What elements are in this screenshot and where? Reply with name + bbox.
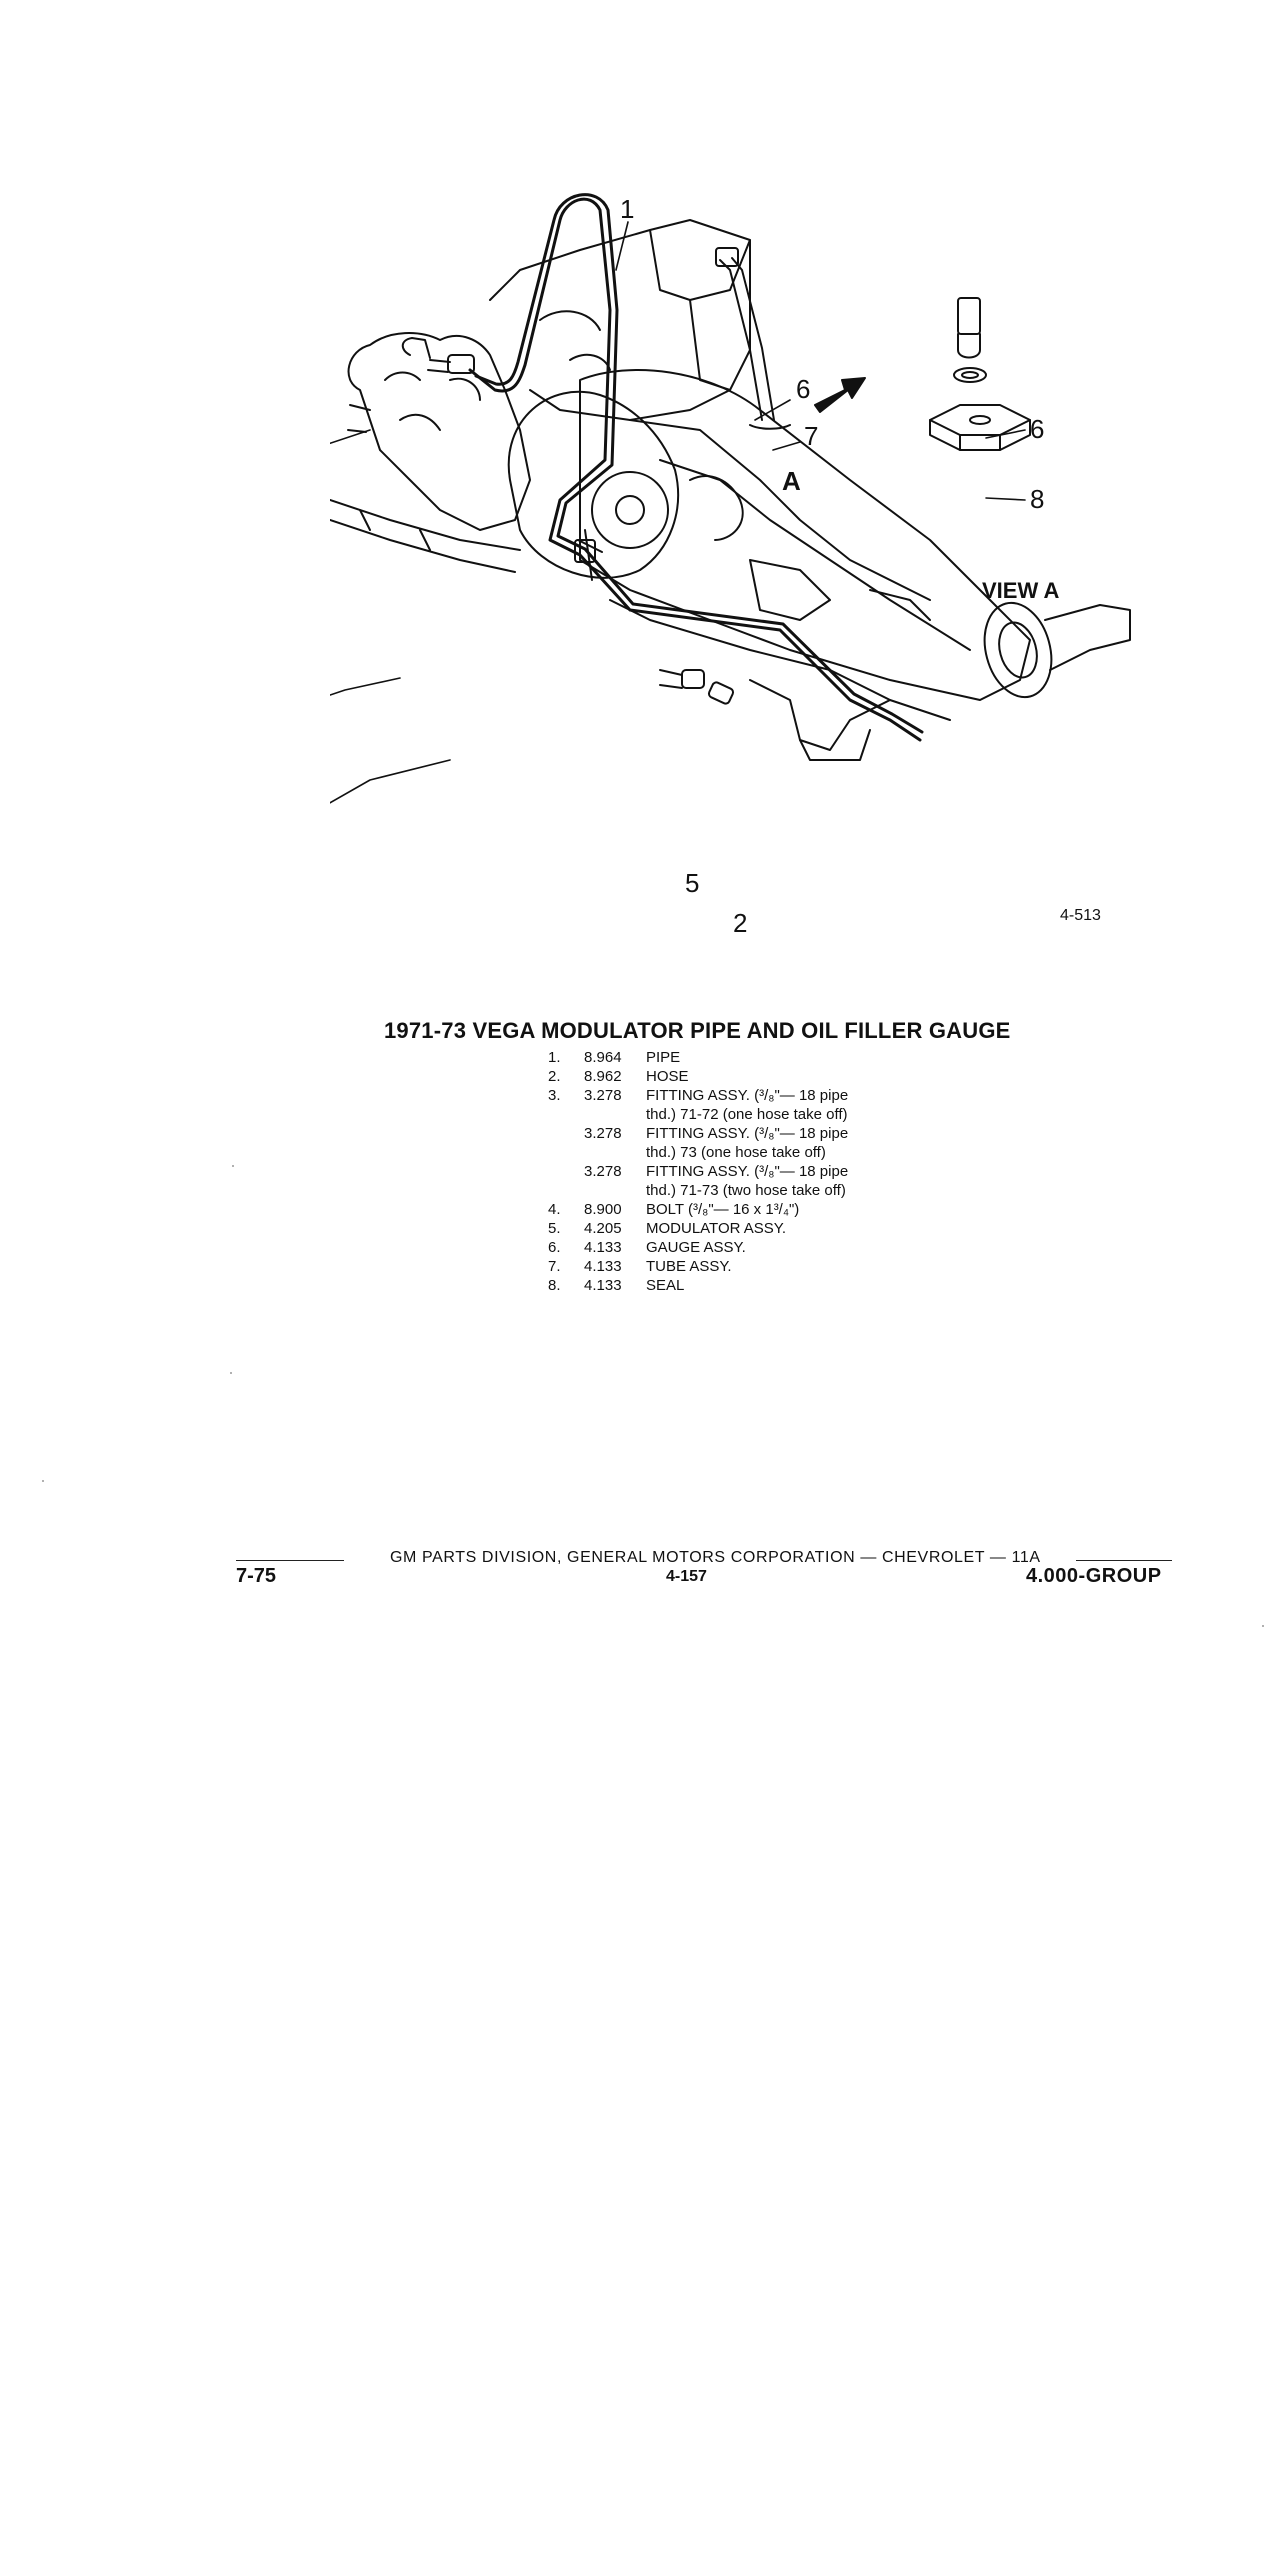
part-number (548, 1124, 584, 1143)
callout-6-view-a: 6 (1030, 414, 1044, 444)
part-description: thd.) 71-72 (one hose take off) (646, 1106, 848, 1123)
part-row: thd.) 71-72 (one hose take off) (548, 1105, 886, 1124)
part-description: FITTING ASSY. (³/₈"— 18 pipe (646, 1125, 849, 1142)
part-row: 3.278 FITTING ASSY. (³/₈"— 18 pipe (548, 1124, 886, 1143)
part-group-code: 3.278 (584, 1125, 622, 1142)
part-description: HOSE (646, 1068, 689, 1085)
part-number: 8. (548, 1277, 561, 1294)
part-group-code: 8.964 (584, 1049, 622, 1066)
part-group-code: 4.133 (584, 1239, 622, 1256)
footer-rule-left (236, 1560, 344, 1561)
part-row: 7. 4.133 TUBE ASSY. (548, 1257, 886, 1276)
part-number (548, 1162, 584, 1181)
part-description: thd.) 71-73 (two hose take off) (646, 1182, 846, 1199)
modulator-pipe-illustration: 1 2 3 6 7 4 5 2 6 8 A VIEW A 4-513 (330, 193, 1131, 938)
part-number (548, 1143, 584, 1162)
part-description: TUBE ASSY. (646, 1258, 732, 1275)
part-group-code: 8.900 (584, 1201, 622, 1218)
part-number (548, 1181, 584, 1200)
part-number: 4. (548, 1201, 561, 1218)
part-number: 6. (548, 1239, 561, 1256)
part-description: FITTING ASSY. (³/₈"— 18 pipe (646, 1163, 849, 1180)
part-row: 8. 4.133 SEAL (548, 1276, 886, 1295)
part-description: GAUGE ASSY. (646, 1239, 746, 1256)
callout-5: 5 (685, 868, 699, 898)
part-group-code (584, 1181, 646, 1200)
part-description: MODULATOR ASSY. (646, 1220, 787, 1237)
fittings (401, 337, 735, 705)
footer-date: 7-75 (236, 1565, 277, 1587)
part-group-code: 4.205 (584, 1220, 622, 1237)
callout-8: 8 (1030, 484, 1044, 514)
transmission-outline (579, 369, 1131, 761)
page-title: 1971-73 VEGA MODULATOR PIPE AND OIL FILL… (384, 1018, 1011, 1043)
part-row: 5. 4.205 MODULATOR ASSY. (548, 1219, 886, 1238)
view-arrow-label: A (782, 466, 801, 496)
footer-rule-right (1076, 1560, 1172, 1561)
part-description: BOLT (³/₈"— 16 x 1³/₄") (646, 1201, 800, 1218)
part-row: thd.) 71-73 (two hose take off) (548, 1181, 886, 1200)
part-description: SEAL (646, 1277, 685, 1294)
part-row: 3.278 FITTING ASSY. (³/₈"— 18 pipe (548, 1162, 886, 1181)
part-description: PIPE (646, 1049, 681, 1066)
scan-speck (232, 1165, 234, 1167)
modulator-pipe (468, 193, 924, 742)
part-group-code: 3.278 (584, 1163, 622, 1180)
part-number: 2. (548, 1068, 561, 1085)
part-group-code: 8.962 (584, 1068, 622, 1085)
view-a-label: VIEW A (982, 578, 1060, 603)
part-number: 3. (548, 1087, 561, 1104)
figure-number: 4-513 (1060, 907, 1101, 924)
scan-speck (230, 1372, 232, 1374)
footer-group: 4.000-GROUP (1026, 1565, 1162, 1587)
view-a-detail (929, 297, 1031, 451)
part-description: FITTING ASSY. (³/₈"— 18 pipe (646, 1087, 849, 1104)
gauge-tube (715, 247, 791, 430)
part-group-code (584, 1105, 646, 1124)
callout-6: 6 (796, 374, 810, 404)
scan-speck (42, 1480, 44, 1482)
part-row: 4. 8.900 BOLT (³/₈"— 16 x 1³/₄") (548, 1200, 886, 1219)
leader-lines (330, 221, 1026, 804)
scan-speck (1262, 1625, 1264, 1627)
part-row: 3. 3.278 FITTING ASSY. (³/₈"— 18 pipe (548, 1086, 886, 1105)
part-row: thd.) 73 (one hose take off) (548, 1143, 886, 1162)
footer-publisher: GM PARTS DIVISION, GENERAL MOTORS CORPOR… (390, 1549, 1041, 1566)
part-group-code (584, 1143, 646, 1162)
part-description: thd.) 73 (one hose take off) (646, 1144, 826, 1161)
callout-7: 7 (804, 421, 818, 451)
part-number: 7. (548, 1258, 561, 1275)
part-group-code: 3.278 (584, 1087, 622, 1104)
view-a-arrow (814, 377, 866, 413)
part-number (548, 1105, 584, 1124)
part-row: 2. 8.962 HOSE (548, 1067, 886, 1086)
footer-page-number: 4-157 (666, 1568, 707, 1585)
part-group-code: 4.133 (584, 1258, 622, 1275)
part-number: 5. (548, 1220, 561, 1237)
callout-1: 1 (620, 194, 634, 224)
callout-2-bottom: 2 (733, 908, 747, 938)
part-group-code: 4.133 (584, 1277, 622, 1294)
part-number: 1. (548, 1049, 561, 1066)
part-row: 6. 4.133 GAUGE ASSY. (548, 1238, 886, 1257)
engine-outline (330, 219, 751, 579)
part-row: 1. 8.964 PIPE (548, 1048, 886, 1067)
